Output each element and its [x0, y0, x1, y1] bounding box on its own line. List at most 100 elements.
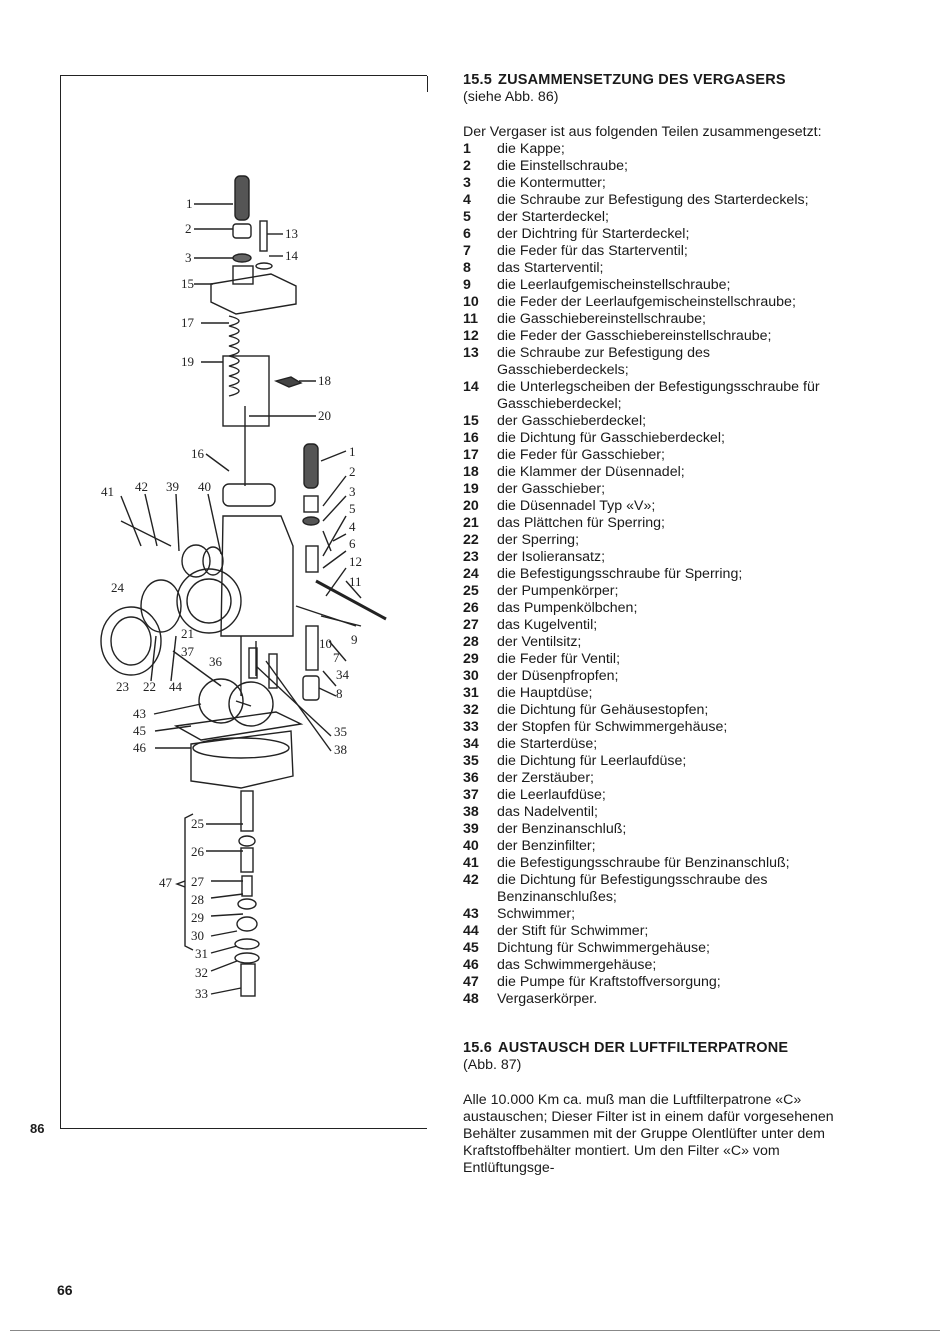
- fig-label: 14: [285, 248, 299, 263]
- part-number: 5: [463, 209, 471, 225]
- figure-reference: (Abb. 87): [463, 1057, 522, 1073]
- part-item: 24 die Befestigungsschraube für Sperring;: [463, 566, 835, 583]
- fig-label: 17: [181, 315, 195, 330]
- part-text: das Schwimmergehäuse;: [497, 957, 657, 973]
- part-text: die Pumpe für Kraftstoffversorgung;: [497, 974, 721, 990]
- page-number: 66: [57, 1282, 73, 1298]
- part-text: die Einstellschraube;: [497, 158, 628, 174]
- fig-label: 33: [195, 986, 208, 1001]
- part-text: die Schraube zur Befestigung des Starter…: [497, 192, 809, 208]
- fig-label: 27: [191, 874, 205, 889]
- part-text: die Befestigungsschraube für Sperring;: [497, 566, 743, 582]
- fig-label: 11: [349, 574, 362, 589]
- part-number: 17: [463, 447, 479, 463]
- part-number: 10: [463, 294, 479, 310]
- section-title: AUSTAUSCH DER LUFTFILTERPATRONE: [498, 1040, 789, 1056]
- part-number: 28: [463, 634, 479, 650]
- part-number: 32: [463, 702, 479, 718]
- part-number: 8: [463, 260, 471, 276]
- part-text: das Nadelventil;: [497, 804, 598, 820]
- part-item: 16 die Dichtung für Gasschieberdeckel;: [463, 430, 835, 447]
- part-text: der Pumpenkörper;: [497, 583, 619, 599]
- figure-number: 86: [30, 1121, 45, 1136]
- part-text: die Feder der Gasschiebereinstellschraub…: [497, 328, 772, 344]
- part-text: die Gasschiebereinstellschraube;: [497, 311, 706, 327]
- part-text: die Hauptdüse;: [497, 685, 593, 701]
- part-number: 7: [463, 243, 471, 259]
- part-number: 41: [463, 855, 479, 871]
- fig-label: 9: [351, 632, 358, 647]
- fig-label: 37: [181, 644, 195, 659]
- part-text: die Dichtung für Gasschieberdeckel;: [497, 430, 725, 446]
- part-number: 40: [463, 838, 479, 854]
- fig-label: 2: [349, 464, 356, 479]
- fig-label: 22: [143, 679, 156, 694]
- part-number: 16: [463, 430, 479, 446]
- part-text: die Kontermutter;: [497, 175, 606, 191]
- section-number: 15.5: [463, 72, 493, 88]
- fig-label: 39: [166, 479, 179, 494]
- part-text: die Klammer der Düsennadel;: [497, 464, 685, 480]
- part-text: die Dichtung für Leerlaufdüse;: [497, 753, 687, 769]
- part-item: 9 die Leerlaufgemischeinstellschraube;: [463, 277, 835, 294]
- part-number: 34: [463, 736, 479, 752]
- part-item: 28 der Ventilsitz;: [463, 634, 835, 651]
- part-text: die Leerlaufgemischeinstellschraube;: [497, 277, 731, 293]
- part-item: 34 die Starterdüse;: [463, 736, 835, 753]
- part-text: das Pumpenkölbchen;: [497, 600, 638, 616]
- fig-label: 31: [195, 946, 208, 961]
- part-number: 9: [463, 277, 471, 293]
- fig-label: 3: [185, 250, 192, 265]
- fig-label: 42: [135, 479, 148, 494]
- part-number: 23: [463, 549, 479, 565]
- part-text: der Starterdeckel;: [497, 209, 609, 225]
- fig-label: 35: [334, 724, 347, 739]
- carburetor-exploded-drawing: 1 2 3 15 17 19 13 14 18 20 16 41 42 39 4…: [100, 175, 387, 1001]
- part-number: 1: [463, 141, 471, 157]
- part-text: das Starterventil;: [497, 260, 604, 276]
- part-number: 26: [463, 600, 479, 616]
- part-number: 33: [463, 719, 479, 735]
- fig-label: 21: [181, 626, 194, 641]
- part-item: 5 der Starterdeckel;: [463, 209, 835, 226]
- fig-label: 41: [101, 484, 114, 499]
- part-text: der Sperring;: [497, 532, 580, 548]
- part-number: 45: [463, 940, 479, 956]
- fig-label: 34: [336, 667, 350, 682]
- fig-label: 3: [349, 484, 356, 499]
- part-text: die Starterdüse;: [497, 736, 598, 752]
- part-number: 31: [463, 685, 479, 701]
- fig-label: 30: [191, 928, 204, 943]
- part-number: 24: [463, 566, 479, 582]
- part-text: Dichtung für Schwimmergehäuse;: [497, 940, 710, 956]
- fig-label: 38: [334, 742, 347, 757]
- part-text: der Ventilsitz;: [497, 634, 582, 650]
- fig-label: 18: [318, 373, 331, 388]
- fig-label: 36: [209, 654, 223, 669]
- part-text: der Stift für Schwimmer;: [497, 923, 649, 939]
